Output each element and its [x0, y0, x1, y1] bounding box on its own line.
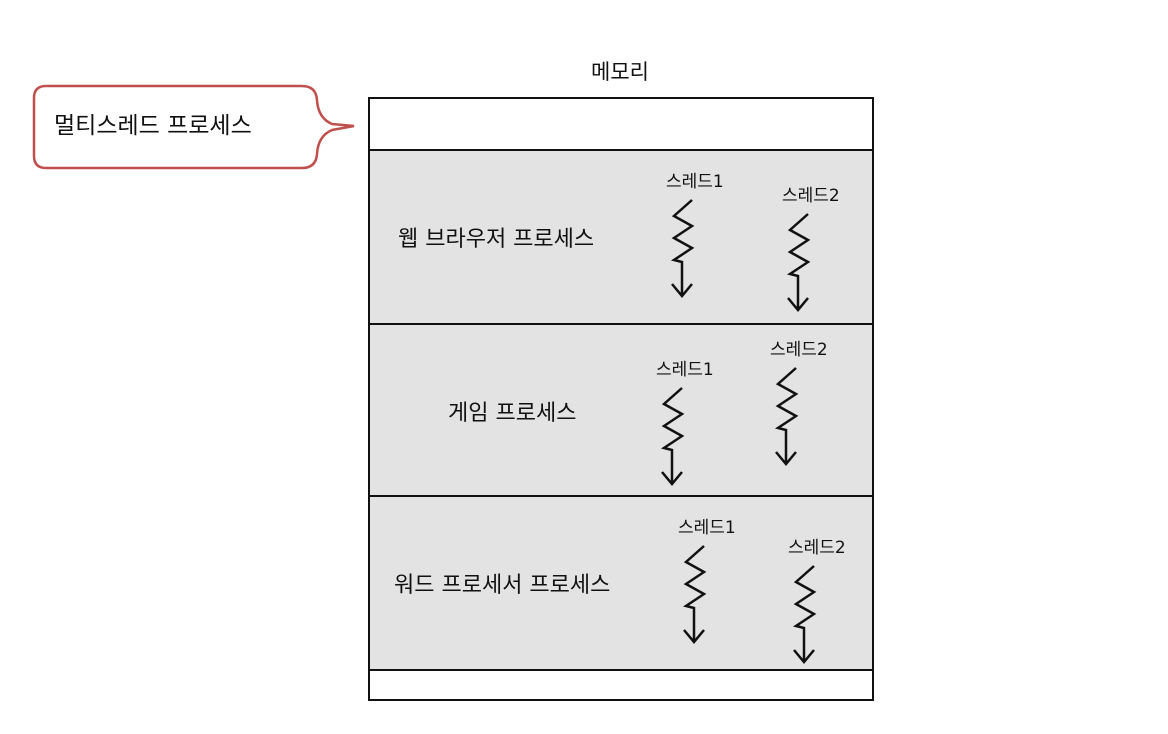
callout-bubble — [32, 84, 355, 170]
thread-zigzag-arrow-icon — [774, 367, 799, 466]
process-label: 워드 프로세서 프로세스 — [394, 573, 611, 598]
thread-label: 스레드2 — [788, 538, 846, 558]
process-label: 게임 프로세스 — [448, 401, 577, 426]
thread-zigzag-arrow-icon — [792, 565, 817, 664]
thread-2: 스레드2 — [770, 335, 860, 470]
thread-zigzag-arrow-icon — [682, 545, 707, 644]
process-word-processor: 워드 프로세서 프로세스 스레드1 스레드2 — [370, 495, 872, 671]
thread-label: 스레드2 — [782, 186, 840, 206]
callout-label: 멀티스레드 프로세스 — [54, 113, 252, 139]
memory-box: 웹 브라우저 프로세스 스레드1 스레드2 게임 프로세스 스레드1 스레드2 … — [368, 97, 874, 701]
process-web-browser: 웹 브라우저 프로세스 스레드1 스레드2 — [370, 149, 872, 325]
thread-zigzag-arrow-icon — [786, 213, 811, 312]
thread-1: 스레드1 — [666, 167, 756, 302]
thread-2: 스레드2 — [782, 181, 872, 316]
thread-label: 스레드2 — [770, 340, 828, 360]
memory-title: 메모리 — [591, 60, 649, 84]
thread-2: 스레드2 — [788, 533, 878, 668]
thread-zigzag-arrow-icon — [660, 387, 685, 486]
thread-1: 스레드1 — [656, 355, 746, 490]
process-label: 웹 브라우저 프로세스 — [398, 227, 595, 252]
process-game: 게임 프로세스 스레드1 스레드2 — [370, 323, 872, 497]
thread-label: 스레드1 — [678, 518, 736, 538]
thread-label: 스레드1 — [656, 360, 714, 380]
thread-1: 스레드1 — [678, 513, 768, 648]
thread-zigzag-arrow-icon — [670, 199, 695, 298]
thread-label: 스레드1 — [666, 172, 724, 192]
